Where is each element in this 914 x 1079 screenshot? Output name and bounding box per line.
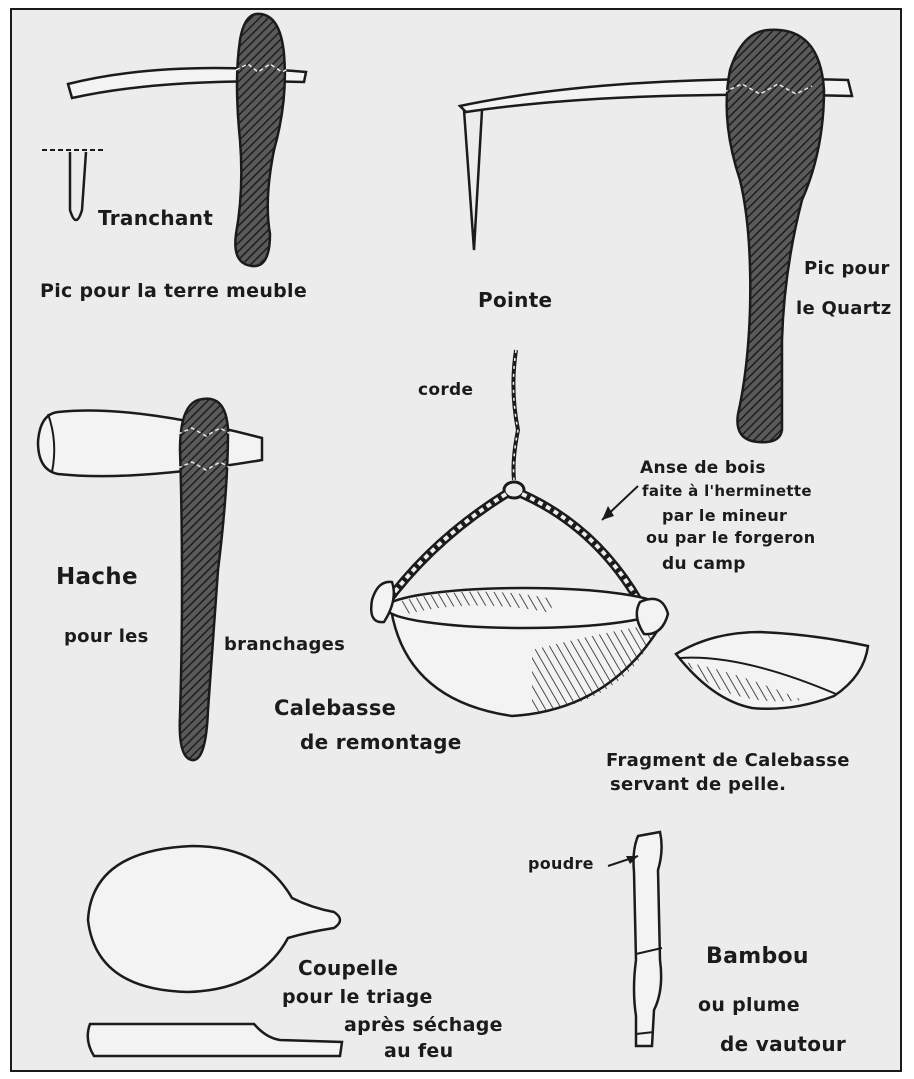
illustration-plate: Tranchant Pic pour la terre meuble Point… [10, 8, 902, 1072]
pick-quartz [460, 30, 852, 442]
label-bambou-3: de vautour [720, 1034, 846, 1054]
edge-detail [42, 150, 106, 220]
label-anse-2: faite à l'herminette [642, 484, 812, 499]
label-corde: corde [418, 382, 473, 399]
label-pic-terre: Pic pour la terre meuble [40, 282, 307, 301]
label-tranchant: Tranchant [98, 208, 213, 228]
label-coupelle-4: au feu [384, 1042, 453, 1061]
label-coupelle-3: après séchage [344, 1016, 503, 1035]
label-pic-quartz-2: le Quartz [796, 300, 892, 318]
label-anse-5: du camp [662, 556, 746, 573]
label-poudre: poudre [528, 856, 594, 872]
hauling-calabash [371, 350, 668, 716]
label-coupelle-2: pour le triage [282, 988, 433, 1007]
label-anse-1: Anse de bois [640, 460, 766, 477]
label-coupelle-1: Coupelle [298, 958, 398, 978]
label-bambou-1: Bambou [706, 946, 809, 968]
label-calebasse-1: Calebasse [274, 698, 396, 719]
label-calebasse-2: de remontage [300, 732, 462, 752]
label-bambou-2: ou plume [698, 996, 800, 1015]
label-hache: Hache [56, 566, 138, 589]
label-anse-3: par le mineur [662, 508, 787, 524]
bamboo-tube [608, 832, 662, 1046]
calabash-fragment [676, 632, 868, 709]
label-pour-les: pour les [64, 628, 149, 646]
label-anse-4: ou par le forgeron [646, 530, 815, 546]
label-pointe: Pointe [478, 290, 552, 310]
point-detail [464, 110, 482, 250]
label-pic-quartz-1: Pic pour [804, 260, 890, 278]
label-fragment-1: Fragment de Calebasse [606, 752, 850, 770]
label-fragment-2: servant de pelle. [610, 776, 786, 794]
label-branchages: branchages [224, 636, 345, 654]
sorting-dish [88, 846, 342, 1056]
